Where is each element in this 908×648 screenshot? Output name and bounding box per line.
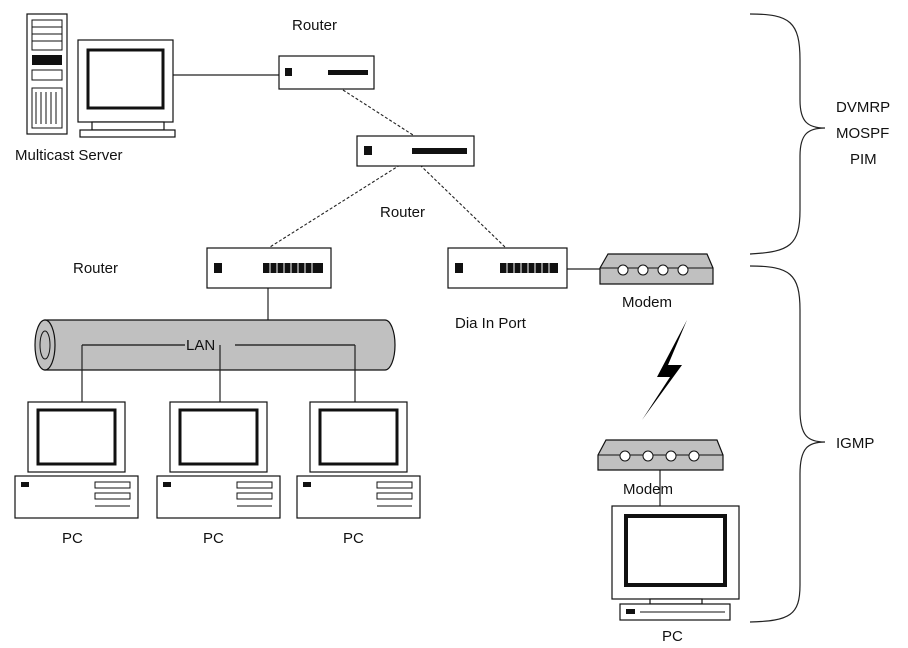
router-middle-label: Router — [380, 204, 425, 221]
pc-icon — [296, 401, 421, 519]
pc-icon — [156, 401, 281, 519]
protocol-dvmrp-label: DVMRP — [836, 99, 890, 116]
router-middle: Router — [356, 135, 475, 221]
router-mid-to-dialin-link — [419, 164, 506, 248]
dial-in-port-label: Dia In Port — [455, 315, 527, 332]
router-left-label: Router — [73, 260, 118, 277]
modem-bottom: Modem — [597, 439, 724, 498]
protocol-pim-label: PIM — [850, 151, 877, 168]
protocol-igmp-label: IGMP — [836, 435, 874, 452]
modem-icon — [599, 253, 714, 285]
router-left: Router — [73, 247, 332, 289]
router-icon — [356, 135, 475, 167]
router-top-to-router-mid-link — [342, 89, 414, 136]
connections — [172, 74, 661, 508]
protocol-mospf-label: MOSPF — [836, 125, 889, 142]
router-icon — [447, 247, 568, 289]
pc-icon — [14, 401, 139, 519]
router-mid-to-router-left-link — [269, 164, 401, 248]
lan-segment: LAN — [34, 319, 396, 402]
pc-remote: PC — [611, 505, 740, 645]
pc-lan-1: PC — [14, 401, 139, 547]
modem-bottom-label: Modem — [623, 481, 673, 498]
brace-icon — [749, 13, 826, 255]
multicast-server-label: Multicast Server — [15, 147, 123, 164]
pc-lan-3: PC — [296, 401, 421, 547]
modem-top-label: Modem — [622, 294, 672, 311]
multicast-server: Multicast Server — [15, 13, 176, 164]
modem-top: Modem — [599, 253, 714, 311]
pc-lan-2: PC — [156, 401, 281, 547]
pc3-label: PC — [343, 530, 364, 547]
router-icon — [206, 247, 332, 289]
routing-protocols: DVMRP MOSPF PIM — [836, 99, 890, 168]
router-top: Router — [278, 17, 375, 90]
pc-icon — [611, 505, 740, 621]
lan-label: LAN — [186, 337, 215, 354]
pc1-label: PC — [62, 530, 83, 547]
brace-icon — [749, 265, 826, 623]
pc-remote-label: PC — [662, 628, 683, 645]
lightning-icon — [642, 320, 687, 420]
router-top-label: Router — [292, 17, 337, 34]
pc2-label: PC — [203, 530, 224, 547]
modem-icon — [597, 439, 724, 471]
router-icon — [278, 55, 375, 90]
dial-in-port: Dia In Port — [447, 247, 568, 332]
server-icon — [26, 13, 176, 138]
